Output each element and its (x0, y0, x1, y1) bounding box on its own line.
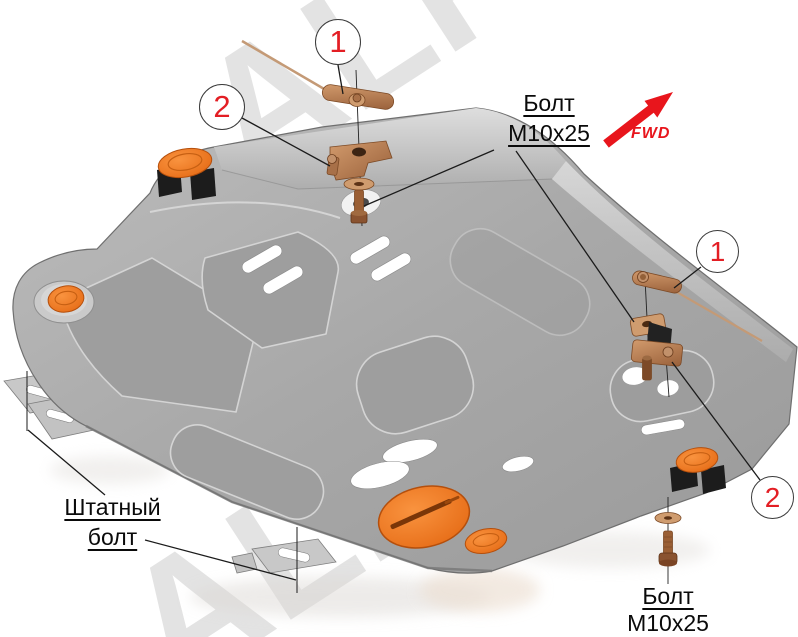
stamped-recesses (59, 227, 715, 520)
alf-cap-center (464, 527, 508, 555)
leader-lines (26, 64, 761, 593)
rear-flange (214, 108, 566, 189)
vent-slots (241, 235, 686, 490)
label-bolt-bottom: Болт М10х25 (627, 583, 709, 636)
callout-1-right: 1 (696, 230, 739, 273)
oil-drain-plug (377, 485, 471, 549)
bolt-m10x25-right (654, 512, 682, 567)
rear-flange-right (552, 161, 793, 362)
label-bolt-top: Болт М10х25 (508, 90, 590, 146)
bracket-assembly-top (241, 39, 395, 224)
fwd-label: FWD (631, 125, 671, 142)
fwd-arrow (603, 92, 673, 148)
callout-2-top: 2 (199, 84, 245, 130)
callout-2-right: 2 (751, 476, 794, 519)
alf-cap-left (33, 280, 95, 324)
skid-plate (12, 107, 798, 574)
alf-cap-bottom-right (670, 447, 726, 494)
alf-cap-top-left (157, 147, 216, 200)
label-stock-bolt: Штатный болт (64, 494, 161, 550)
bracket-assembly-right (629, 270, 763, 381)
callout-1-top: 1 (315, 19, 361, 65)
plate-shadow (50, 456, 710, 617)
